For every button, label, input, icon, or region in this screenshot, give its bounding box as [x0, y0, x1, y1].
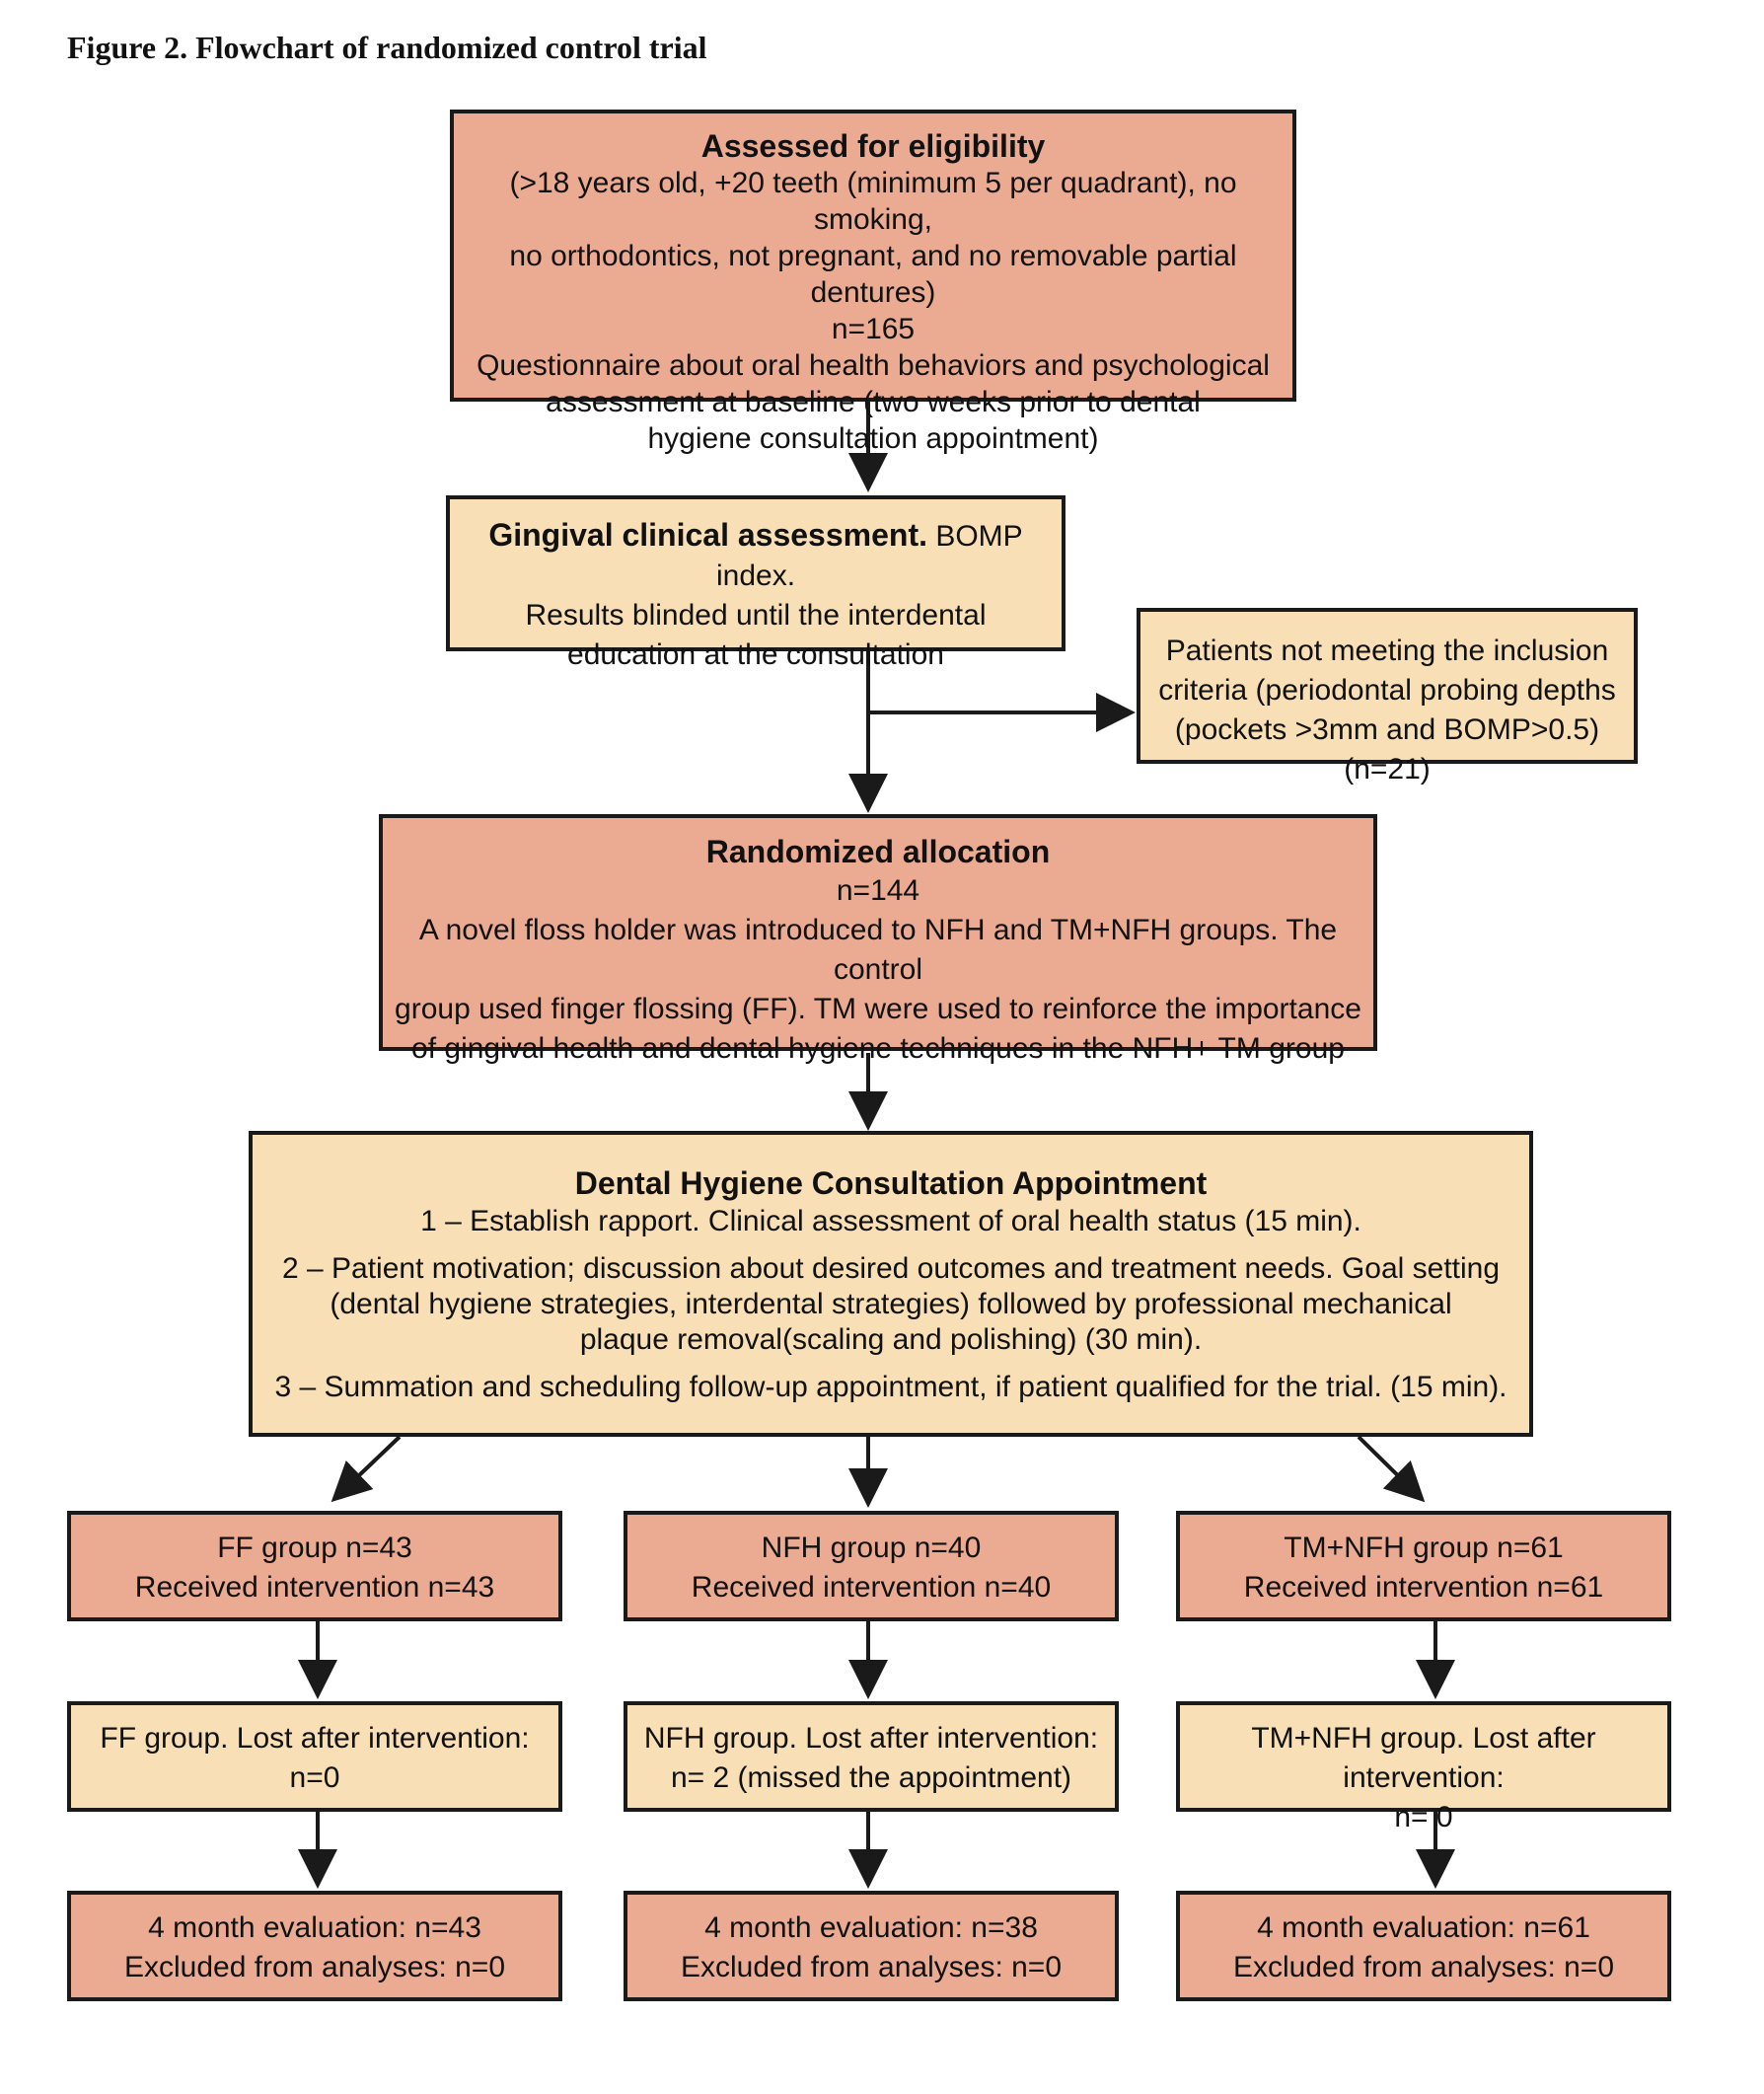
group-lost-line: n= 2 (missed the appointment) — [670, 1761, 1072, 1794]
ff-evaluation-box: 4 month evaluation: n=43 Excluded from a… — [67, 1891, 562, 2001]
nfh-intervention-box: NFH group n=40 Received intervention n=4… — [624, 1511, 1119, 1621]
group-lost-line: FF group. Lost after intervention: — [100, 1722, 530, 1755]
eligibility-heading: Assessed for eligibility — [700, 128, 1046, 164]
eligibility-count: n=165 — [831, 313, 916, 345]
consultation-step-2: plaque removal(scaling and polishing) (3… — [579, 1323, 1203, 1356]
eligibility-line: hygiene consultation appointment) — [647, 422, 1099, 455]
randomized-allocation-box: Randomized allocation n=144 A novel flos… — [379, 814, 1377, 1065]
consultation-heading: Dental Hygiene Consultation Appointment — [574, 1165, 1208, 1201]
gingival-heading-suffix: BOMP index. — [715, 520, 1023, 592]
tmnfh-evaluation-box: 4 month evaluation: n=61 Excluded from a… — [1176, 1891, 1671, 2001]
consultation-step-3: 3 – Summation and scheduling follow-up a… — [274, 1371, 1507, 1403]
group-lost-line: TM+NFH group. Lost after intervention: — [1251, 1722, 1596, 1794]
group-intervention-line: Received intervention n=61 — [1243, 1571, 1604, 1604]
eligibility-box: Assessed for eligibility (>18 years old,… — [450, 110, 1296, 455]
group-eval-line: 4 month evaluation: n=61 — [1257, 1911, 1590, 1944]
nfh-lost-box: NFH group. Lost after intervention: n= 2… — [624, 1701, 1119, 1812]
ff-intervention-box: FF group n=43 Received intervention n=43 — [67, 1511, 562, 1621]
randomized-heading: Randomized allocation — [705, 834, 1051, 869]
consultation-step-1: 1 – Establish rapport. Clinical assessme… — [420, 1205, 1361, 1237]
randomized-line: group used finger flossing (FF). TM were… — [395, 993, 1361, 1025]
group-eval-line: Excluded from analyses: n=0 — [680, 1951, 1063, 1983]
tmnfh-lost-box: TM+NFH group. Lost after intervention: n… — [1176, 1701, 1671, 1833]
group-intervention-line: Received intervention n=40 — [691, 1571, 1052, 1604]
group-intervention-line: FF group n=43 — [217, 1532, 412, 1564]
randomized-line: A novel floss holder was introduced to N… — [418, 914, 1338, 986]
ff-lost-box: FF group. Lost after intervention: n=0 — [67, 1701, 562, 1812]
group-eval-line: 4 month evaluation: n=38 — [704, 1911, 1038, 1944]
group-lost-line: n=0 — [289, 1761, 340, 1794]
gingival-heading: Gingival clinical assessment. — [488, 517, 927, 553]
gingival-heading-line: Gingival clinical assessment. BOMP index… — [450, 515, 1062, 596]
arrow-consultation-to-tmnfh — [1357, 1435, 1426, 1503]
figure-title: Figure 2. Flowchart of randomized contro… — [67, 30, 707, 65]
excluded-line: (pockets >3mm and BOMP>0.5) (n=21) — [1174, 713, 1600, 785]
eligibility-line: (>18 years old, +20 teeth (minimum 5 per… — [509, 167, 1237, 236]
randomized-count: n=144 — [836, 874, 920, 907]
group-eval-line: 4 month evaluation: n=43 — [148, 1911, 481, 1944]
eligibility-line: no orthodontics, not pregnant, and no re… — [509, 240, 1237, 309]
arrow-consultation-to-ff — [331, 1435, 402, 1503]
nfh-evaluation-box: 4 month evaluation: n=38 Excluded from a… — [624, 1891, 1119, 2001]
gingival-line: education at the consultation — [567, 638, 944, 671]
excluded-line: criteria (periodontal probing depths — [1158, 674, 1616, 707]
gingival-assessment-box: Gingival clinical assessment. BOMP index… — [446, 495, 1066, 671]
excluded-line: Patients not meeting the inclusion — [1165, 635, 1609, 667]
group-eval-line: Excluded from analyses: n=0 — [123, 1951, 506, 1983]
group-eval-line: Excluded from analyses: n=0 — [1232, 1951, 1615, 1983]
group-intervention-line: TM+NFH group n=61 — [1284, 1532, 1564, 1564]
eligibility-line: assessment at baseline (two weeks prior … — [546, 386, 1201, 418]
group-lost-line: n= 0 — [1394, 1801, 1453, 1833]
tmnfh-intervention-box: TM+NFH group n=61 Received intervention … — [1176, 1511, 1671, 1621]
group-intervention-line: NFH group n=40 — [761, 1532, 982, 1564]
consultation-step-2: 2 – Patient motivation; discussion about… — [281, 1252, 1501, 1285]
randomized-line: of gingival health and dental hygiene te… — [411, 1032, 1345, 1065]
group-intervention-line: Received intervention n=43 — [134, 1571, 495, 1604]
gingival-line: Results blinded until the interdental — [525, 599, 987, 632]
eligibility-line: Questionnaire about oral health behavior… — [477, 349, 1270, 382]
group-lost-line: NFH group. Lost after intervention: — [643, 1722, 1099, 1755]
excluded-patients-box: Patients not meeting the inclusion crite… — [1137, 608, 1638, 785]
consultation-box: Dental Hygiene Consultation Appointment … — [249, 1131, 1533, 1437]
consultation-step-2: (dental hygiene strategies, interdental … — [330, 1288, 1452, 1320]
